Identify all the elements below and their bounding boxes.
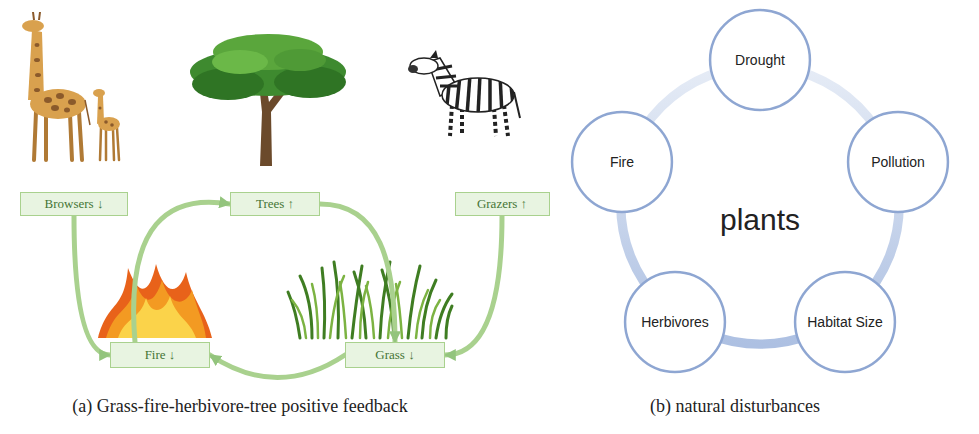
tree-figure — [190, 34, 346, 166]
disturbance-circle: Herbivores — [623, 270, 727, 374]
fire-figure — [98, 264, 212, 338]
circle-label: Herbivores — [641, 314, 709, 330]
disturbance-circle: Fire — [570, 110, 674, 214]
disturbance-circle: Pollution — [846, 110, 950, 214]
circle-label: plants — [720, 203, 800, 237]
box-label: Grazers ↑ — [477, 196, 527, 212]
feedback-arrow — [320, 204, 395, 342]
disturbance-circle: Drought — [708, 8, 812, 112]
feedback-arrow — [134, 202, 230, 342]
circle-label: Drought — [735, 52, 785, 68]
label-box: Fire ↓ — [110, 342, 210, 368]
circle-label: Habitat Size — [807, 314, 882, 330]
label-box: Grazers ↑ — [455, 192, 550, 216]
label-box: Grass ↓ — [345, 342, 445, 368]
circle-label: Fire — [610, 154, 634, 170]
giraffe-figure — [22, 12, 120, 160]
figure-caption: (b) natural disturbances — [650, 396, 820, 417]
label-box: Browsers ↓ — [20, 192, 128, 216]
box-label: Fire ↓ — [145, 347, 176, 363]
box-label: Browsers ↓ — [45, 196, 104, 212]
figure-caption: (a) Grass-fire-herbivore-tree positive f… — [72, 396, 407, 417]
feedback-arrow — [210, 355, 345, 378]
zebra-figure — [408, 50, 520, 136]
box-label: Trees ↑ — [256, 196, 294, 212]
box-label: Grass ↓ — [375, 347, 414, 363]
circle-label: Pollution — [871, 154, 925, 170]
grass-figure — [288, 262, 452, 338]
label-box: Trees ↑ — [230, 192, 320, 216]
feedback-arrow — [74, 216, 110, 355]
feedback-arrow — [445, 216, 502, 355]
disturbance-circle: Habitat Size — [793, 270, 897, 374]
